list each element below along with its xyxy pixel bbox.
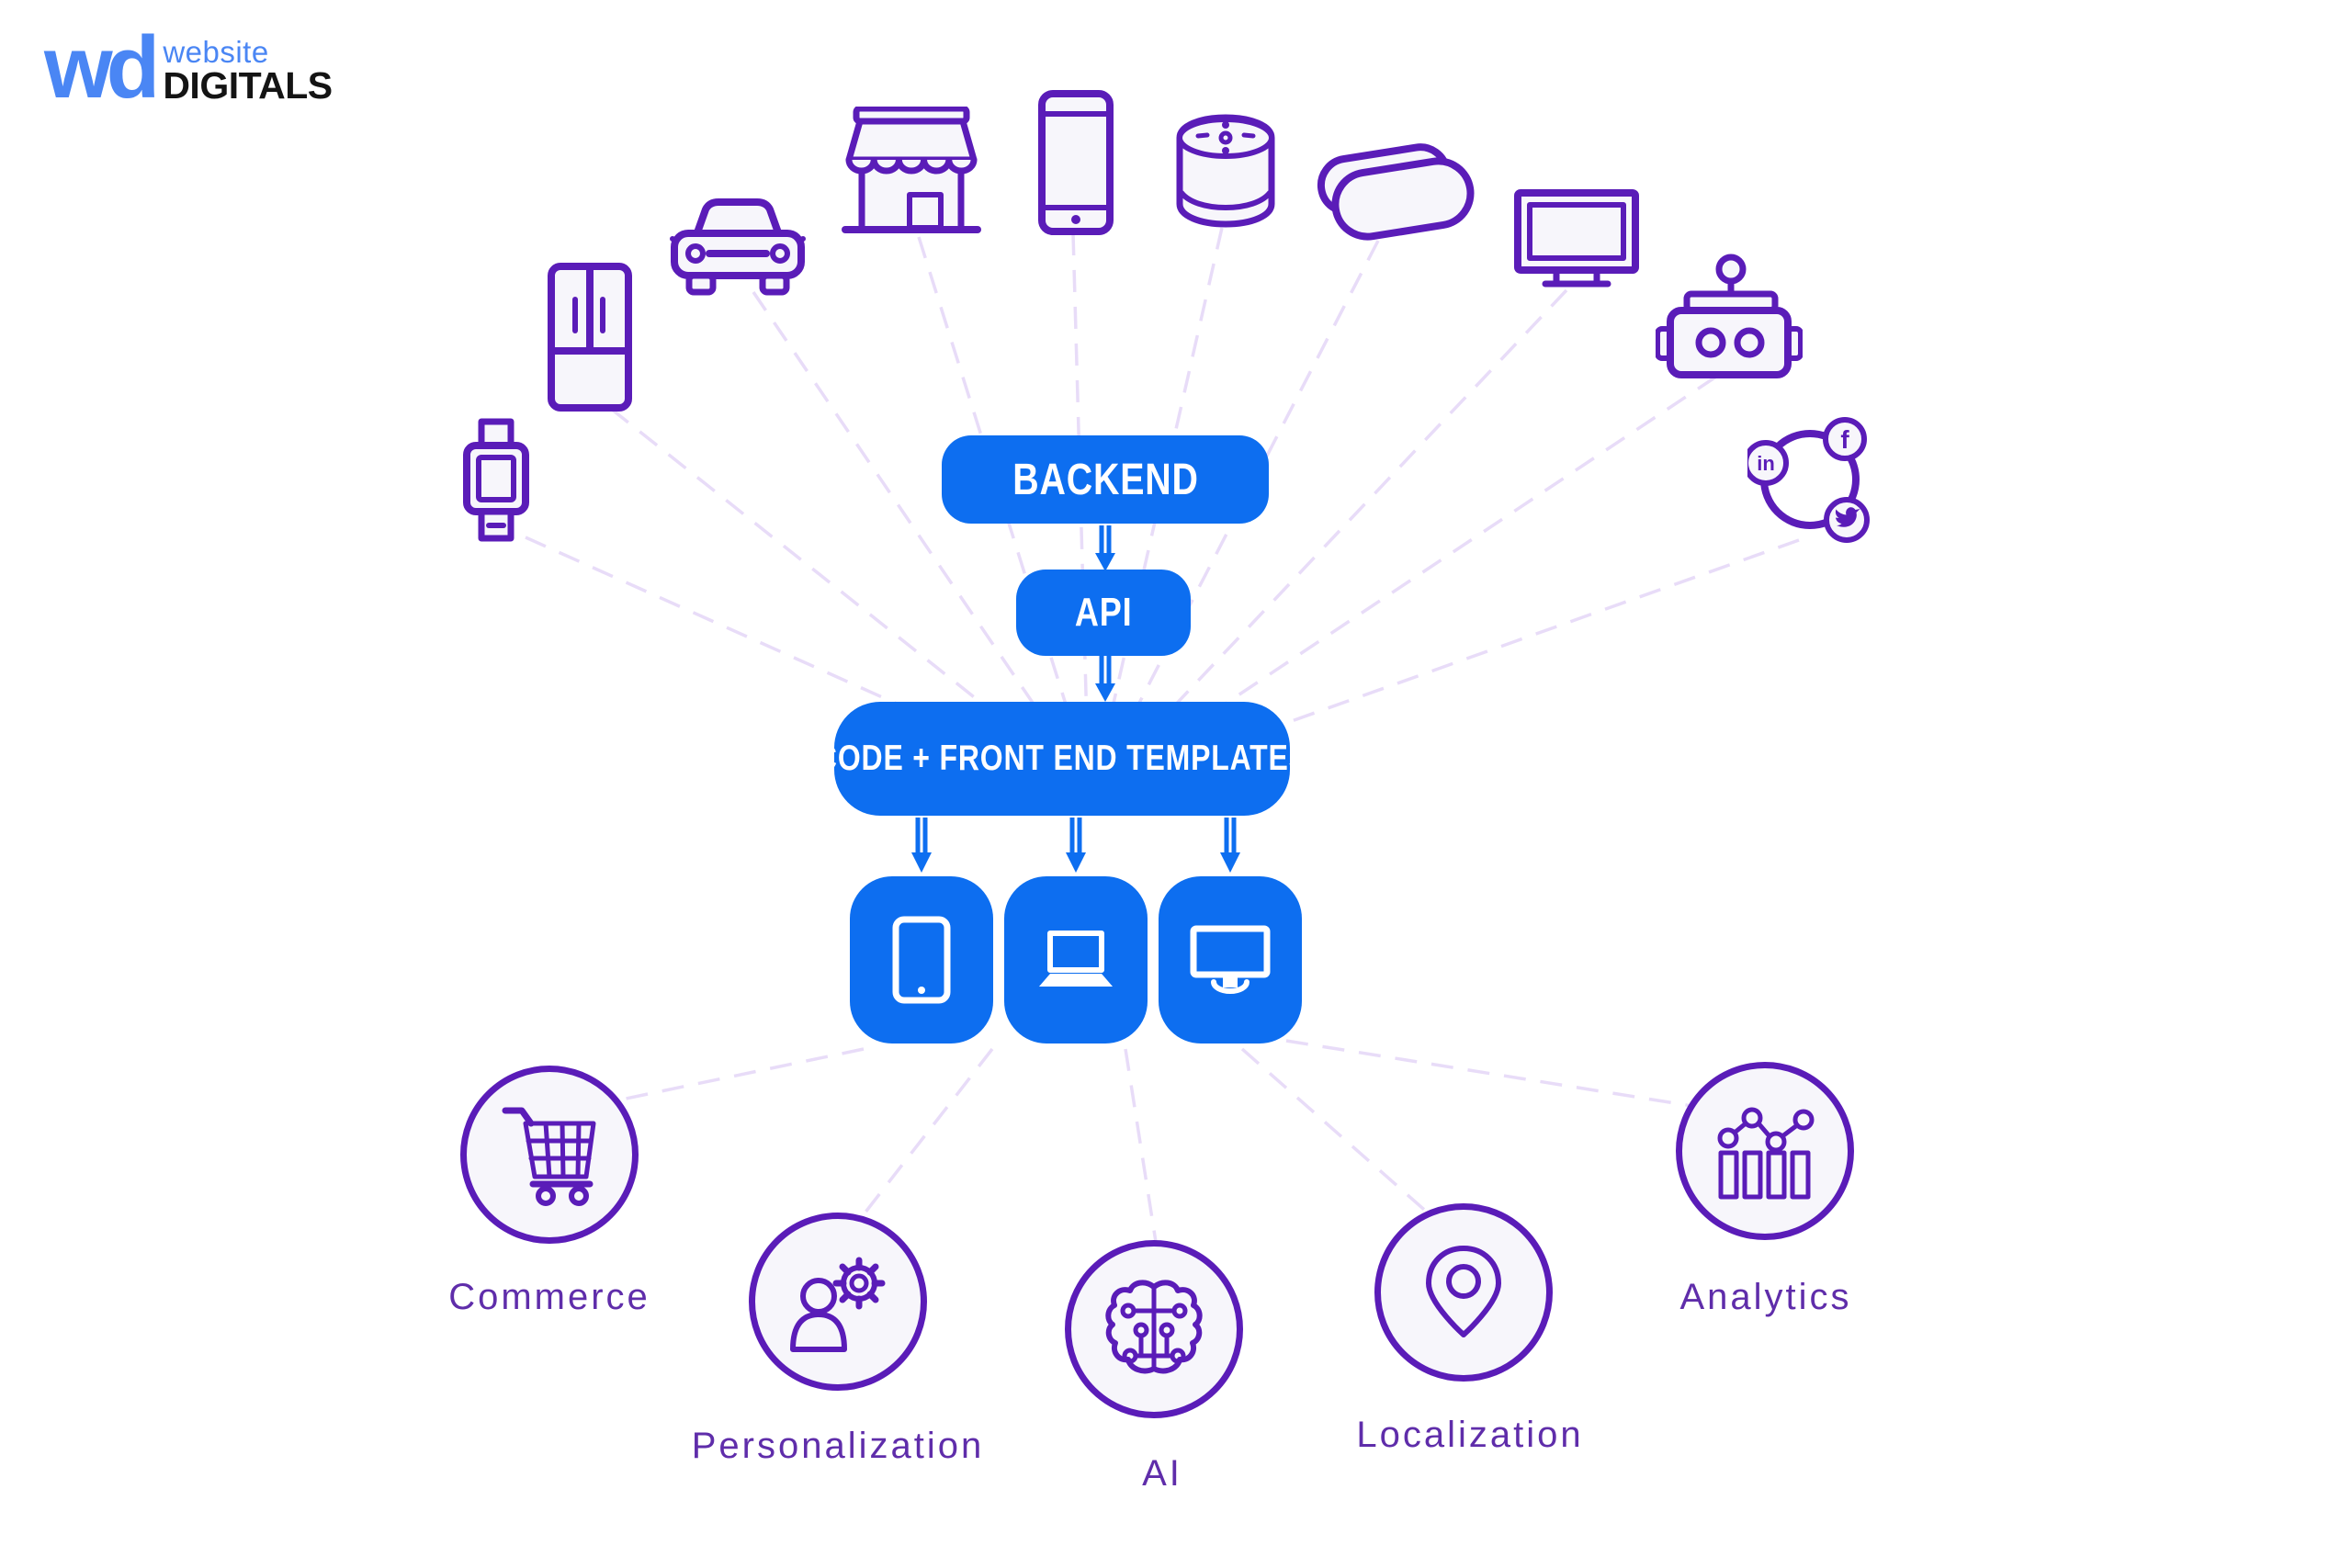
chart-icon [1717,1107,1815,1200]
backend-label: BACKEND [1012,455,1199,504]
api-label: API [1074,590,1133,635]
localization-label: Localization [1356,1415,1584,1455]
user-gear-icon [790,1257,886,1352]
arrow-api-frontend [1095,656,1115,702]
ai-label: AI [1142,1453,1182,1494]
commerce-label: Commerce [448,1277,650,1317]
tv-icon [1514,189,1639,288]
logo-line1: website [163,35,269,69]
laptop-tile [1004,876,1148,1043]
laptop-icon [1039,931,1113,987]
smart-speaker-icon [1176,114,1275,228]
tablet-icon [892,916,951,1004]
ai-circle [1065,1240,1243,1418]
api-node: API [1016,570,1191,656]
arrow-backend-api [1095,525,1115,571]
personalization-circle [749,1213,927,1391]
logo: wd website DIGITALS [44,18,333,117]
tablet-tile [850,876,993,1043]
personalization-label: Personalization [691,1426,985,1466]
facebook-glyph: f [1840,425,1849,454]
linkedin-glyph: in [1757,452,1775,475]
logo-line2: DIGITALS [163,64,333,107]
twitter-bird-glyph [1835,507,1860,527]
analytics-circle [1676,1062,1854,1240]
robot-icon [1656,254,1803,378]
analytics-label: Analytics [1679,1277,1852,1317]
map-pin-icon [1426,1246,1501,1337]
frontend-node: CODE + FRONT END TEMPLATES [816,702,1308,816]
social-network-icon: in f [1747,417,1870,543]
arrow-to-laptop [1066,818,1086,873]
arrow-to-desktop [1220,818,1240,873]
arrow-to-tablet [911,818,932,873]
store-icon [842,107,981,233]
vr-headset-icon [1317,143,1475,241]
desktop-tile [1159,876,1302,1043]
smartphone-icon [1038,90,1114,235]
refrigerator-icon [548,263,632,412]
smartwatch-icon [463,418,529,542]
car-icon [670,198,806,296]
logo-mark: wd [44,18,160,117]
brain-circuit-icon [1105,1280,1203,1374]
desktop-icon [1190,925,1271,994]
shopping-cart-icon [502,1107,596,1206]
localization-circle [1374,1203,1553,1382]
commerce-circle [460,1066,639,1244]
frontend-label: CODE + FRONT END TEMPLATES [815,739,1309,778]
backend-node: BACKEND [942,435,1269,524]
